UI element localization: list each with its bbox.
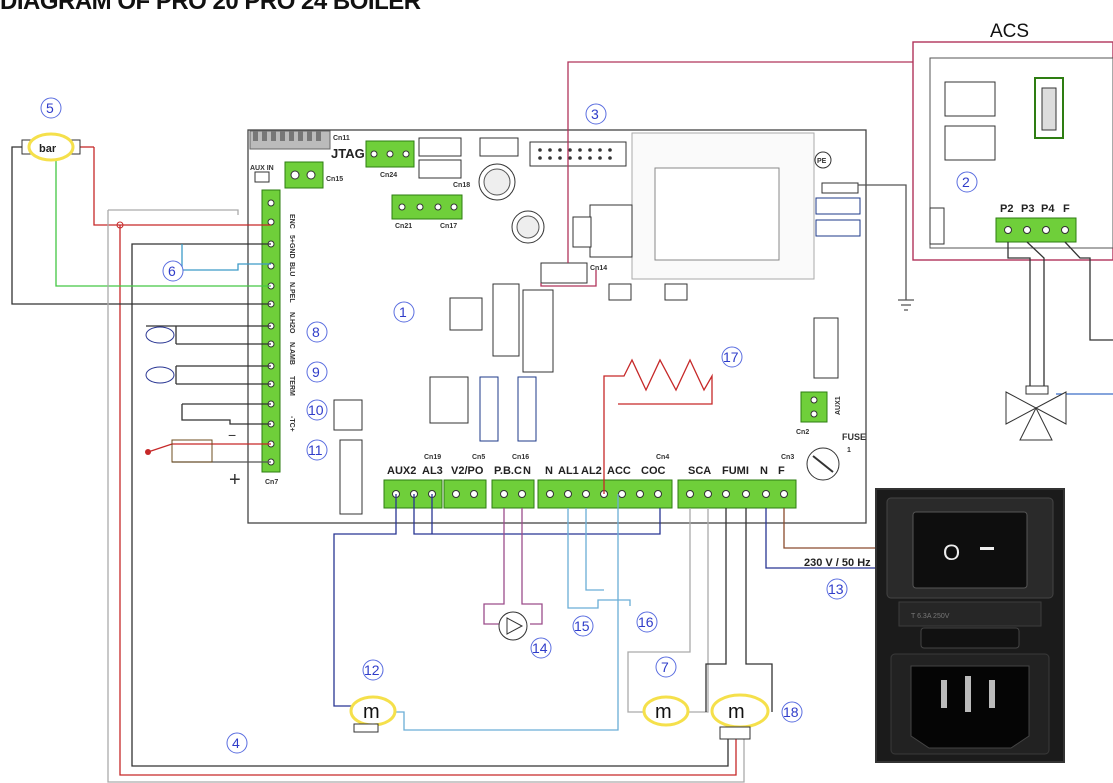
cn11-label: Cn11 (333, 135, 350, 142)
plus-sign: + (229, 469, 241, 491)
cn14-label: Cn14 (590, 265, 607, 272)
fuse-number: 1 (847, 447, 851, 454)
callout-16: 16 (638, 614, 654, 630)
pressure-label: bar (39, 143, 57, 155)
term-nh2o: N.H2O (288, 312, 295, 334)
aux-in-label: AUX IN (250, 165, 274, 172)
cn7-label: Cn7 (265, 479, 278, 486)
cn5-label: Cn5 (472, 454, 485, 461)
callout-2: 2 (962, 174, 970, 190)
cn19-label: Cn19 (424, 454, 441, 461)
acs-label: ACS (990, 21, 1029, 42)
cn24-label: Cn24 (380, 172, 397, 179)
term-5gnd: 5+GND (288, 235, 295, 259)
term-enc: ENC (288, 214, 295, 229)
minus-sign: − (228, 427, 236, 443)
motor-18-icon: m (710, 693, 770, 740)
motor-7-icon: m (642, 695, 690, 727)
term-al2: AL2 (581, 465, 602, 477)
fuse-rating: T 6.3A 250V (911, 613, 950, 620)
diagram-title: DIAGRAM OF PRO 20 PRO 24 BOILER (0, 0, 421, 15)
term-tc: -TC+ (288, 416, 295, 432)
cn17-label: Cn17 (440, 223, 457, 230)
term-acc: ACC (607, 465, 631, 477)
cn3-label: Cn3 (781, 454, 794, 461)
pressure-sensor-icon: bar (21, 132, 81, 162)
term-fumi: FUMI (722, 465, 749, 477)
cn16-label: Cn16 (512, 454, 529, 461)
acs-term-p3: P3 (1021, 203, 1034, 215)
term-al1: AL1 (558, 465, 579, 477)
motor-18-label: m (728, 701, 745, 723)
callout-11: 11 (308, 442, 323, 458)
acs-board-frame (912, 41, 1113, 261)
callout-7: 7 (661, 659, 669, 675)
callout-5: 5 (46, 100, 54, 116)
fuse-label: FUSE (842, 432, 866, 442)
left-terminal-strip (261, 189, 281, 473)
callout-12: 12 (364, 662, 380, 678)
aux1-label: AUX1 (835, 396, 842, 415)
acs-term-f: F (1063, 203, 1070, 215)
jtag-header (249, 130, 331, 150)
callout-8: 8 (312, 324, 320, 340)
jtag-label: JTAG (331, 146, 365, 161)
power-label: 230 V / 50 Hz (804, 557, 871, 569)
cn18-label: Cn18 (453, 182, 470, 189)
term-coc: COC (641, 465, 666, 477)
bottom-terminal-blocks (383, 479, 797, 509)
motor-7-label: m (655, 701, 672, 723)
term-npel: N.PEL (288, 282, 295, 303)
term-n1: N (523, 465, 531, 477)
power-switch-photo: O T 6.3A 250V (875, 488, 1065, 763)
cn15-label: Cn15 (326, 176, 343, 183)
cn21-label: Cn21 (395, 223, 412, 230)
term-n2: N (545, 465, 553, 477)
callout-13: 13 (828, 581, 844, 597)
callout-17: 17 (723, 349, 739, 365)
callouts: 1 2 3 4 5 6 7 8 9 10 11 12 13 14 15 16 1… (40, 97, 978, 754)
term-f: F (778, 465, 785, 477)
acs-term-p2: P2 (1000, 203, 1013, 215)
callout-15: 15 (574, 618, 590, 634)
three-way-valve-icon (1005, 385, 1067, 441)
term-v2po: V2/PO (451, 465, 484, 477)
cn4-label: Cn4 (656, 454, 669, 461)
term-pbc: P.B.C (494, 465, 522, 477)
callout-18: 18 (783, 704, 799, 720)
cn2-label: Cn2 (796, 429, 809, 436)
switch-off-symbol: O (943, 540, 960, 565)
callout-3: 3 (591, 106, 599, 122)
term-namb: N.AMB (288, 342, 295, 365)
term-aux2: AUX2 (387, 465, 416, 477)
term-sca: SCA (688, 465, 711, 477)
callout-9: 9 (312, 364, 320, 380)
term-n3: N (760, 465, 768, 477)
callout-14: 14 (532, 640, 548, 656)
callout-4: 4 (232, 735, 240, 751)
pe-label: PE (817, 158, 827, 165)
motor-12-icon: m (349, 695, 397, 733)
term-al3: AL3 (422, 465, 443, 477)
motor-12-label: m (363, 701, 380, 723)
callout-6: 6 (168, 263, 176, 279)
callout-10: 10 (308, 402, 324, 418)
term-blu: BLU (288, 262, 295, 276)
term-term: TERM (288, 376, 295, 396)
callout-1: 1 (399, 304, 407, 320)
acs-term-p4: P4 (1041, 203, 1055, 215)
